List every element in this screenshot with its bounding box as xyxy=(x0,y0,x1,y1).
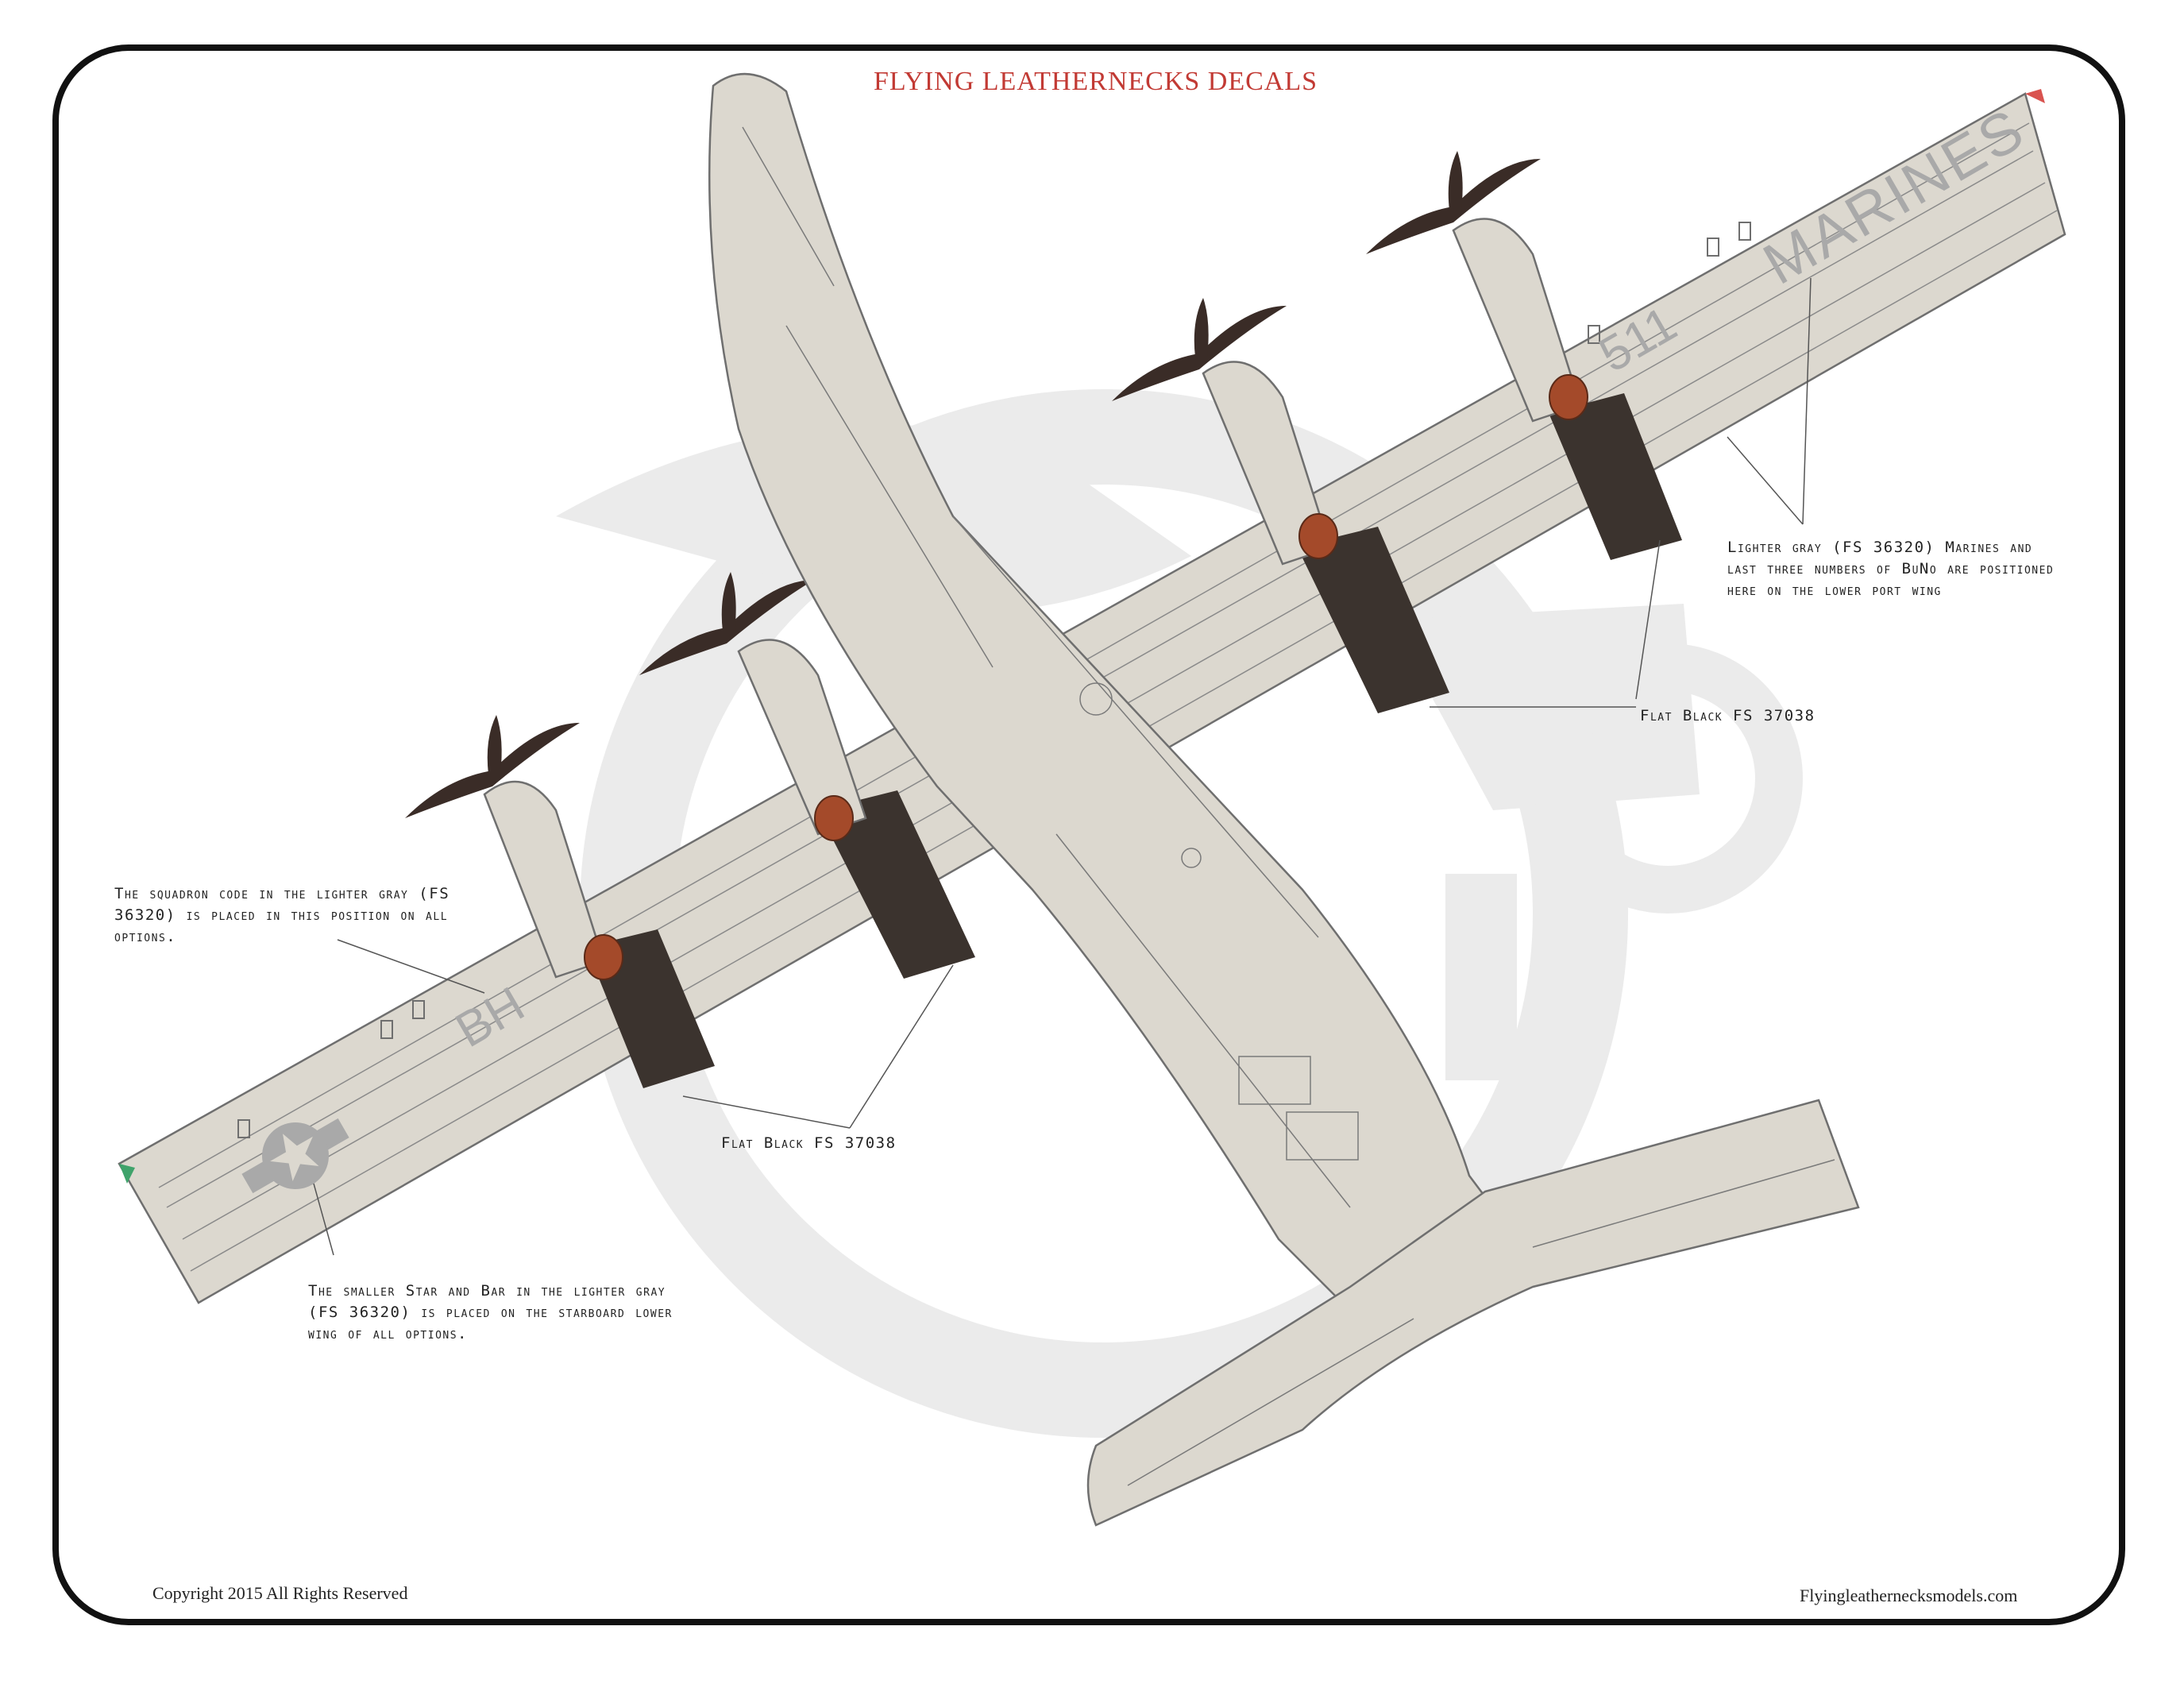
callout-squadron-code: The squadron code in the lighter gray (F… xyxy=(114,885,450,945)
leader-lines xyxy=(313,277,1812,1256)
callout-port-wing: Lighter gray (FS 36320) Marines and last… xyxy=(1727,539,2055,599)
copyright-text: Copyright 2015 All Rights Reserved xyxy=(152,1583,408,1603)
star-and-bar-icon xyxy=(241,1118,349,1194)
website-link[interactable]: Flyingleathernecksmodels.com xyxy=(1800,1586,2018,1605)
propeller-spinners xyxy=(584,374,1588,980)
rounded-border-frame xyxy=(52,44,2125,1625)
engine-nacelles xyxy=(483,218,1582,979)
propellers xyxy=(405,151,1541,818)
page-title: FLYING LEATHERNECKS DECALS xyxy=(874,67,1318,96)
horizontal-stabilizer xyxy=(1086,1099,1860,1527)
callout-flat-black-left: Flat Black FS 37038 xyxy=(721,1134,897,1152)
callout-star-bar: The smaller Star and Bar in the lighter … xyxy=(308,1282,673,1342)
callout-flat-black-right: Flat Black FS 37038 xyxy=(1640,707,1815,724)
